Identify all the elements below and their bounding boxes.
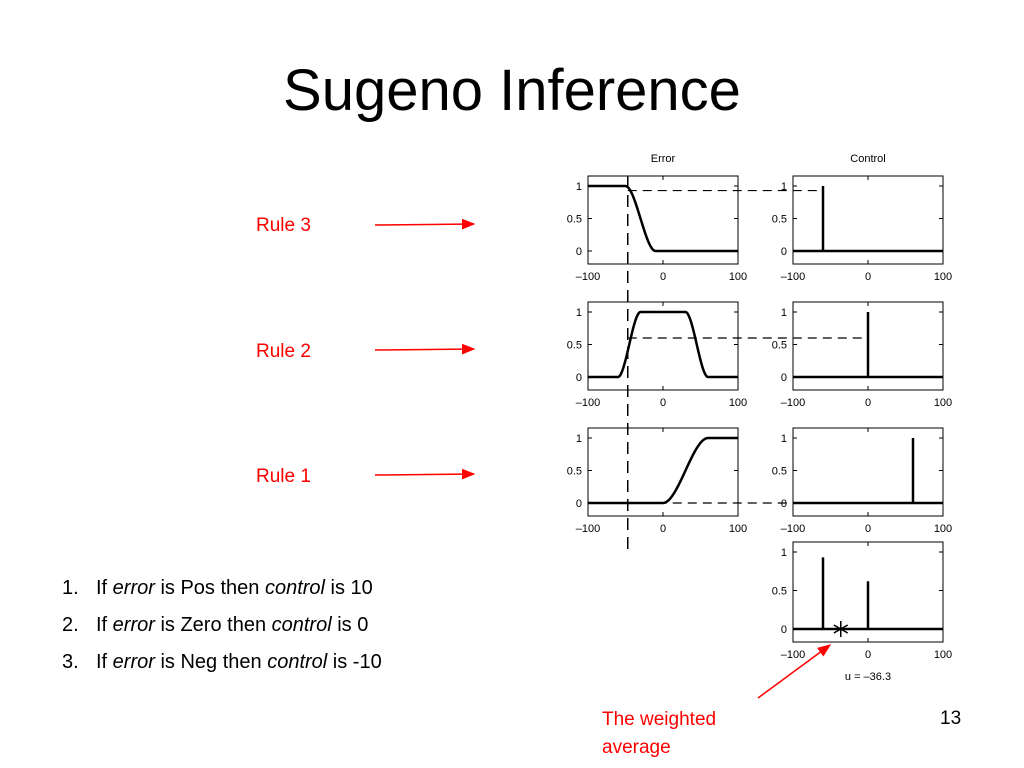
rule-output-variable: control	[267, 651, 328, 673]
control-panel-2-xtick-label: –100	[781, 397, 805, 409]
error-panel-1-ytick-label: 0	[576, 246, 582, 258]
error-panel-1-xtick-label: 0	[660, 271, 666, 283]
rule-2-arrow	[374, 343, 476, 355]
rule-input-variable: error	[112, 651, 155, 673]
error-panel-2-xtick-label: –100	[576, 397, 600, 409]
error-panel-2-xtick-label: 0	[660, 397, 666, 409]
rule-text-middle: is Pos then	[154, 577, 265, 599]
error-panel-3-ytick-label: 1	[576, 433, 582, 445]
control-panel-2-xtick-label: 0	[865, 397, 871, 409]
rule-output-variable: control	[271, 614, 332, 636]
control-panel-2-ytick-label: 1	[781, 307, 787, 319]
error-panel-3-ytick-label: 0	[576, 498, 582, 510]
error-panel-2-xtick-label: 100	[729, 397, 747, 409]
control-panel-2-ytick-label: 0	[781, 372, 787, 384]
control-panel-1-xtick-label: 0	[865, 271, 871, 283]
error-panel-2-ytick-label: 0.5	[567, 340, 582, 352]
control-column-title: Control	[850, 153, 885, 165]
rule-text-prefix: If	[96, 577, 113, 599]
list-number: 3.	[62, 651, 79, 673]
error-panel-3-xtick-label: 0	[660, 523, 666, 535]
list-number: 1.	[62, 577, 79, 599]
output-marker-stroke	[833, 624, 849, 634]
aggregate-panel-xtick-label: –100	[781, 649, 805, 661]
output-value-label: u = –36.3	[845, 671, 891, 683]
page-number: 13	[940, 708, 962, 729]
control-panel-1-xtick-label: –100	[781, 271, 805, 283]
error-panel-3-ytick-label: 0.5	[567, 466, 582, 478]
membership-curve-pos	[588, 436, 738, 505]
error-column-title: Error	[651, 153, 676, 165]
error-panel-1-ytick-label: 1	[576, 181, 582, 193]
aggregate-panel-ytick-label: 0.5	[772, 586, 787, 598]
control-panel-3-ytick-label: 1	[781, 433, 787, 445]
list-item: 3. If error is Neg then control is -10	[62, 644, 382, 681]
control-panel-3-xtick-label: 100	[934, 523, 952, 535]
error-panel-2-ytick-label: 1	[576, 307, 582, 319]
control-panel-3-ytick-label: 0.5	[772, 466, 787, 478]
control-panel-2-ytick-label: 0.5	[772, 340, 787, 352]
list-item: 2. If error is Zero then control is 0	[62, 607, 382, 644]
aggregate-panel-ytick-label: 0	[781, 624, 787, 636]
control-panel-3-xtick-label: –100	[781, 523, 805, 535]
weighted-average-annotation: The weighted average	[602, 706, 716, 762]
control-panel-1-ytick-label: 1	[781, 181, 787, 193]
rule-2-label: Rule 2	[256, 341, 311, 362]
control-panel-2-xtick-label: 100	[934, 397, 952, 409]
control-panel-1-xtick-label: 100	[934, 271, 952, 283]
slide-title: Sugeno Inference	[283, 58, 741, 123]
rule-text-suffix: is 0	[331, 614, 369, 636]
rule-text-suffix: is 10	[325, 577, 373, 599]
rule-text-prefix: If	[96, 651, 113, 673]
rule-3-label: Rule 3	[256, 215, 311, 236]
control-panel-3-xtick-label: 0	[865, 523, 871, 535]
error-panel-2-ytick-label: 0	[576, 372, 582, 384]
annotation-line-1: The weighted	[602, 709, 717, 730]
rule-text-middle: is Neg then	[154, 651, 268, 673]
membership-curve-zero	[588, 310, 738, 379]
rule-input-variable: error	[112, 577, 155, 599]
error-panel-1-ytick-label: 0.5	[567, 214, 582, 226]
weighted-average-arrow	[757, 644, 832, 699]
aggregate-panel-xtick-label: 0	[865, 649, 871, 661]
aggregate-panel-ytick-label: 1	[781, 547, 787, 559]
rules-list: 1. If error is Pos then control is 10 2. I…	[62, 570, 382, 681]
control-panel-3-ytick-label: 0	[781, 498, 787, 510]
error-panel-3-xtick-label: –100	[576, 523, 600, 535]
rule-3-arrow	[374, 218, 476, 230]
rule-text-middle: is Zero then	[154, 614, 272, 636]
rule-text-suffix: is -10	[327, 651, 382, 673]
control-panel-1-ytick-label: 0	[781, 246, 787, 258]
error-panel-1-xtick-label: 100	[729, 271, 747, 283]
rule-output-variable: control	[264, 577, 325, 599]
rule-1-label: Rule 1	[256, 466, 311, 487]
list-number: 2.	[62, 614, 79, 636]
annotation-line-2: average	[602, 737, 671, 758]
rule-text-prefix: If	[96, 614, 113, 636]
rule-1-arrow	[374, 468, 476, 480]
list-item: 1. If error is Pos then control is 10	[62, 570, 382, 607]
control-panel-1-ytick-label: 0.5	[772, 214, 787, 226]
error-panel-3-xtick-label: 100	[729, 523, 747, 535]
error-panel-1-xtick-label: –100	[576, 271, 600, 283]
membership-curve-neg	[588, 184, 738, 253]
rule-input-variable: error	[112, 614, 155, 636]
aggregate-panel-xtick-label: 100	[934, 649, 952, 661]
